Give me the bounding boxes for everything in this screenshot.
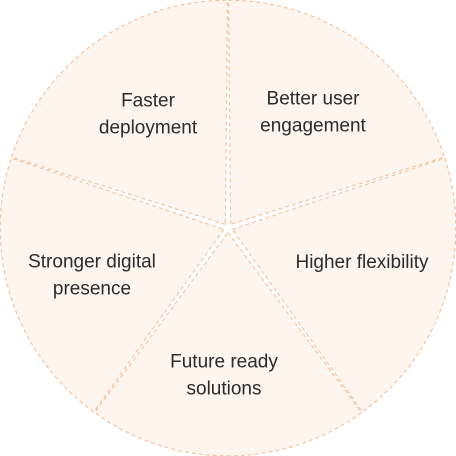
segment-label-line: Higher flexibility [295, 252, 429, 273]
segment-label-better-user-engagement: Better user engagement [260, 89, 366, 137]
segment-label-line: presence [53, 279, 131, 300]
segment-label-line: deployment [99, 118, 198, 139]
segment-better-user-engagement [227, 0, 446, 226]
segment-label-future-ready-solutions: Future ready solutions [170, 352, 278, 400]
segment-label-line: Future ready [170, 352, 278, 373]
segment-stronger-digital-presence [0, 157, 225, 413]
segment-label-line: solutions [187, 379, 262, 400]
segment-label-faster-deployment: Faster deployment [99, 91, 198, 139]
segment-faster-deployment [10, 0, 229, 226]
segment-label-line: Faster [121, 91, 176, 112]
segment-label-stronger-digital-presence: Stronger digital presence [28, 252, 156, 300]
segment-higher-flexibility [231, 157, 456, 413]
segment-label-line: Better user [267, 89, 361, 110]
segment-label-line: Stronger digital [28, 252, 156, 273]
segment-label-line: engagement [260, 116, 366, 137]
segment-label-higher-flexibility: Higher flexibility [295, 252, 429, 273]
